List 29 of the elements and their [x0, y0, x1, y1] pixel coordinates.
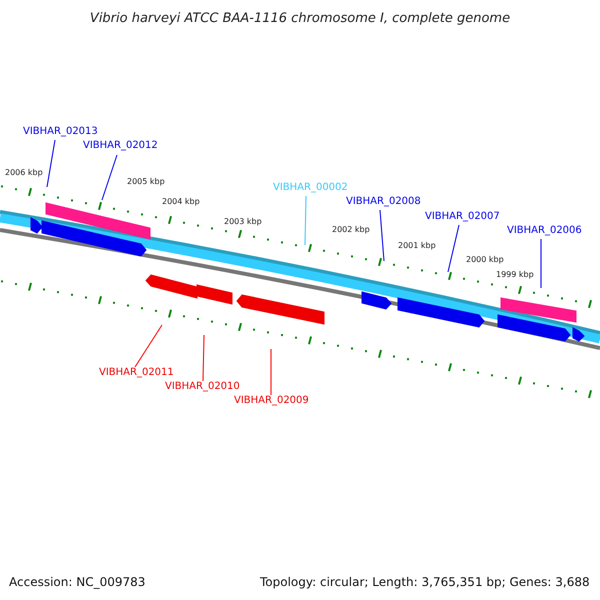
gene-label: VIBHAR_02010 — [165, 382, 240, 392]
info-text: Topology: circular; Length: 3,765,351 bp; Genes: 3,688 — [260, 576, 590, 588]
info-text: Accession: NC_009783 — [9, 576, 146, 588]
gene-label: VIBHAR_02013 — [23, 127, 98, 137]
leader-line — [134, 324, 162, 368]
leader-line — [380, 210, 384, 262]
scale-label: 2005 kbp — [127, 178, 165, 186]
gene-label: VIBHAR_02008 — [346, 197, 421, 207]
gene-label: VIBHAR_02009 — [234, 396, 309, 406]
leader-line — [448, 224, 460, 272]
gene-label: VIBHAR_02006 — [507, 226, 582, 236]
leader-line — [540, 238, 542, 288]
gene-label: VIBHAR_02011 — [99, 368, 174, 378]
scale-label: 1999 kbp — [496, 271, 534, 279]
scale-label: 2002 kbp — [332, 226, 370, 234]
leader-line — [270, 348, 272, 396]
scale-label: 2000 kbp — [466, 256, 504, 264]
scale-label: 2001 kbp — [398, 242, 436, 250]
leader-line — [202, 334, 204, 382]
leader-line — [46, 140, 56, 188]
gene-label: VIBHAR_02007 — [425, 212, 500, 222]
gene-label: VIBHAR_00002 — [273, 183, 348, 193]
scale-label: 2003 kbp — [224, 218, 262, 226]
scale-label: 2004 kbp — [162, 198, 200, 206]
gene-label: VIBHAR_02012 — [83, 141, 158, 151]
leader-line — [304, 196, 306, 246]
leader-line — [102, 154, 118, 200]
title: Vibrio harveyi ATCC BAA-1116 chromosome I, complete genome — [88, 12, 512, 25]
scale-label: 2006 kbp — [5, 169, 43, 177]
